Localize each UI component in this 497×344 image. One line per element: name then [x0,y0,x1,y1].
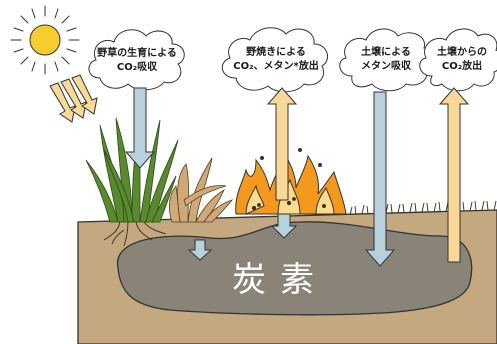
weeds-co2-absorption-arrow [124,87,156,169]
fire-icon [235,148,347,215]
carbon-label: 炭素 [232,260,328,300]
soil-co2-emission-arrow [438,87,470,263]
grass-roots [103,221,167,247]
soil-co2-emission-label: 土壌からの CO₂放出 [437,47,487,72]
burning-emission-arrow [266,87,298,201]
soil-methane-absorption-arrow [364,91,396,267]
dry-grass-icon [168,157,234,223]
plant-to-soil-arrow [187,239,213,261]
cloud-burning [221,27,329,93]
cloud-soil-co2 [419,28,497,92]
soil-methane-absorption-label: 土壌による メタン吸収 [361,47,411,72]
burning-emission-label: 野焼きによる CO₂、メタン*放出 [233,47,319,72]
sunlight-arrows-icon [49,74,98,123]
weeds-co2-absorption-label: 野草の生育による CO₂吸収 [97,48,177,73]
cloud-soil-methane [339,28,434,92]
sun-icon [10,5,80,75]
green-grass-icon [85,111,179,223]
fire-to-soil-arrow [270,213,298,239]
